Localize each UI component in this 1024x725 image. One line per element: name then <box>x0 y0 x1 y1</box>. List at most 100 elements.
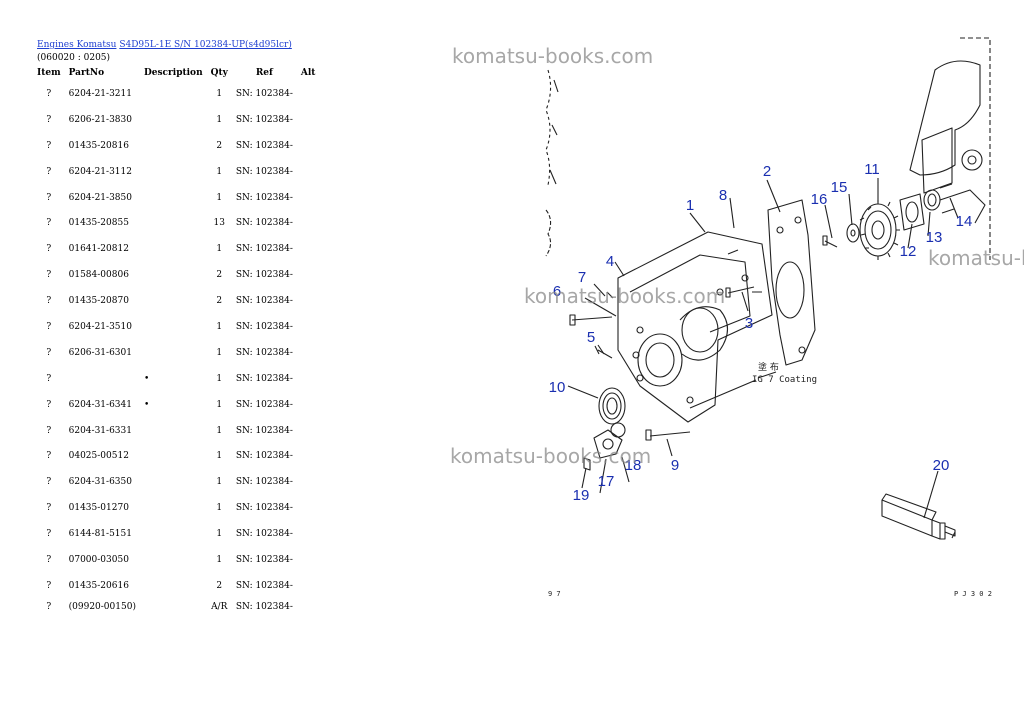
cell-partno: 6204-31-6350 <box>68 477 132 488</box>
cell-description <box>140 210 207 236</box>
cell-alt <box>297 521 320 547</box>
breadcrumb-link-engines[interactable]: Engines Komatsu <box>37 40 117 50</box>
cell-alt <box>297 133 320 159</box>
cell-item: ? <box>46 192 52 203</box>
cell-alt <box>297 469 320 495</box>
cell-alt <box>297 340 320 366</box>
cell-item: ? <box>46 321 52 332</box>
cell-description: • <box>143 399 150 410</box>
cell-partno: 01435-01270 <box>68 503 129 514</box>
cell-qty: 2 <box>216 140 223 151</box>
cell-ref: SN: 102384- <box>235 503 293 514</box>
cell-partno: 01641-20812 <box>68 244 129 255</box>
cell-item: ? <box>46 270 52 281</box>
cell-partno: 6204-21-3112 <box>68 166 132 177</box>
cell-qty: 1 <box>216 399 223 410</box>
cell-description <box>140 340 207 366</box>
callout-label: 9 <box>671 457 679 474</box>
cell-description <box>140 133 207 159</box>
callout-label: 10 <box>549 379 566 396</box>
cell-description <box>140 159 207 185</box>
cell-item: ? <box>46 166 52 177</box>
header-ref: Ref <box>255 68 273 78</box>
cell-item: ? <box>46 425 52 436</box>
cell-partno: 07000-03050 <box>68 554 129 565</box>
cell-description <box>140 443 207 469</box>
cell-item: ? <box>46 554 52 565</box>
cell-item: ? <box>46 218 52 229</box>
cell-qty: 1 <box>216 347 223 358</box>
cell-alt <box>297 262 320 288</box>
cell-qty: 2 <box>216 296 223 307</box>
cell-ref: SN: 102384- <box>235 373 293 384</box>
cell-item: ? <box>46 296 52 307</box>
cell-alt <box>297 236 320 262</box>
cell-qty: 1 <box>216 114 223 125</box>
callout-label: 18 <box>625 457 642 474</box>
callout-label: 20 <box>933 457 950 474</box>
cell-description <box>140 314 207 340</box>
cell-alt <box>297 495 320 521</box>
cell-ref: SN: 102384- <box>235 347 293 358</box>
cell-qty: 1 <box>216 244 223 255</box>
cell-description <box>140 262 207 288</box>
cell-item: ? <box>46 114 52 125</box>
cell-partno: 6204-21-3211 <box>68 88 132 99</box>
cell-partno: 01435-20855 <box>68 218 129 229</box>
coating-note-jp: 塗 布 <box>758 361 779 373</box>
cell-description <box>140 107 207 133</box>
cell-description <box>140 288 207 314</box>
callout-label: 15 <box>831 179 848 196</box>
cell-qty: 1 <box>216 425 223 436</box>
callout-label: 11 <box>864 161 880 178</box>
cell-description <box>140 573 207 599</box>
cell-ref: SN: 102384- <box>235 296 293 307</box>
cell-ref: SN: 102384- <box>235 218 293 229</box>
cell-partno: 6204-21-3510 <box>68 321 132 332</box>
cell-qty: 2 <box>216 580 223 591</box>
cell-ref: SN: 102384- <box>235 140 293 151</box>
cell-qty: 1 <box>216 373 223 384</box>
breadcrumb: Engines Komatsu S4D95L-1E S/N 102384-UP(… <box>37 40 292 51</box>
cell-alt <box>297 443 320 469</box>
cell-alt <box>297 288 320 314</box>
cell-description <box>140 599 207 615</box>
cell-alt <box>297 547 320 573</box>
cell-description <box>140 469 207 495</box>
coating-note: IG 7 Coating <box>752 375 817 385</box>
cell-qty: 1 <box>216 88 223 99</box>
cell-partno: 01435-20616 <box>68 580 129 591</box>
cell-item: ? <box>46 503 52 514</box>
cell-ref: SN: 102384- <box>235 114 293 125</box>
cell-qty: 1 <box>216 166 223 177</box>
cell-alt <box>297 185 320 211</box>
callout-label: 12 <box>900 243 917 260</box>
cell-ref: SN: 102384- <box>235 321 293 332</box>
cell-ref: SN: 102384- <box>235 192 293 203</box>
cell-partno: 04025-00512 <box>68 451 129 462</box>
callout-label: 2 <box>763 163 771 180</box>
cell-ref: SN: 102384- <box>235 529 293 540</box>
breadcrumb-link-model[interactable]: S4D95L-1E S/N 102384-UP(s4d95lcr) <box>119 40 292 50</box>
header-partno: PartNo <box>68 68 105 78</box>
cell-ref: SN: 102384- <box>235 554 293 565</box>
cell-ref: SN: 102384- <box>235 244 293 255</box>
cell-alt <box>297 599 320 615</box>
cell-item: ? <box>46 477 52 488</box>
cell-qty: 1 <box>216 477 223 488</box>
cell-ref: SN: 102384- <box>235 580 293 591</box>
cell-description <box>140 547 207 573</box>
callout-label: 19 <box>573 487 590 504</box>
cell-item: ? <box>46 88 52 99</box>
